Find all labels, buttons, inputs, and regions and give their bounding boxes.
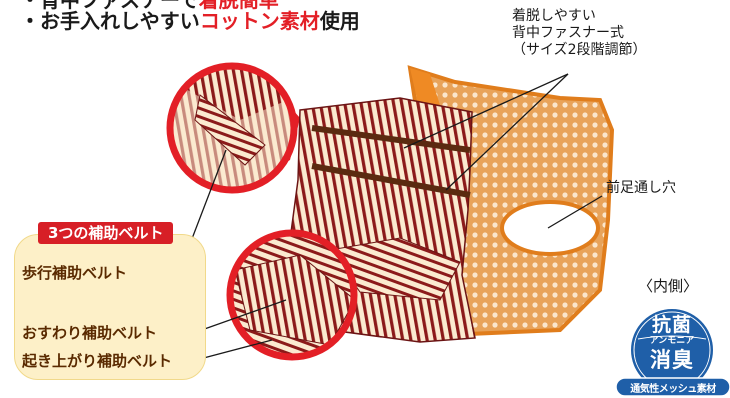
zoom-circle-top [166, 62, 298, 194]
badge-mesh-text: 通気性メッシュ素材 [630, 384, 716, 395]
callout-line: 着脱しやすい [512, 8, 596, 24]
feature-highlight: コットン素材 [199, 9, 320, 33]
leader-rise-belt [195, 339, 273, 361]
belt-box-title: 3つの補助ベルト [38, 222, 174, 244]
leader-sit-belt [195, 299, 287, 333]
badge-ammonia-text: アンモニア [649, 336, 695, 346]
callout-front-leg: 前足通し穴 [606, 180, 676, 196]
belt-item-sit: おすわり補助ベルト [22, 324, 158, 342]
front-leg-hole [500, 200, 600, 256]
zipper-upper [311, 125, 471, 153]
feature-highlight: 着脱簡単 [198, 0, 279, 12]
belt-item-rise: 起き上がり補助ベルト [22, 352, 173, 370]
badge-antibacterial-text: 抗菌 [651, 314, 692, 336]
callout-line: （サイズ2段階調節） [512, 42, 647, 58]
leader-front-leg [547, 195, 603, 229]
leader-zipper-1 [403, 73, 569, 149]
inner-side-label: 〈内側〉 [638, 277, 699, 295]
feature-text: ・背中ファスナーで [20, 0, 199, 12]
antibacterial-badge: 抗菌 アンモニア 消臭 通気性メッシュ素材 [614, 306, 730, 398]
feature-text-suffix: 使用 [319, 9, 360, 33]
badge-deodorant-text: 消臭 [650, 348, 694, 372]
badge-shape [615, 307, 730, 397]
callout-zipper: 着脱しやすい 背中ファスナー式 （サイズ2段階調節） [512, 8, 647, 59]
zipper-lower [311, 163, 471, 198]
leader-zipper-2 [445, 73, 569, 191]
belt-info-box [14, 234, 206, 380]
feature-bullet-zipper: ・背中ファスナーで着脱簡単 [20, 0, 279, 12]
callout-line: 背中ファスナー式 [512, 25, 624, 41]
belt-item-walk: 歩行補助ベルト [22, 264, 128, 282]
zoom-circle-bottom [226, 229, 358, 361]
feature-bullet-cotton: ・お手入れしやすいコットン素材使用 [20, 8, 360, 34]
feature-text: ・お手入れしやすい [20, 9, 200, 33]
